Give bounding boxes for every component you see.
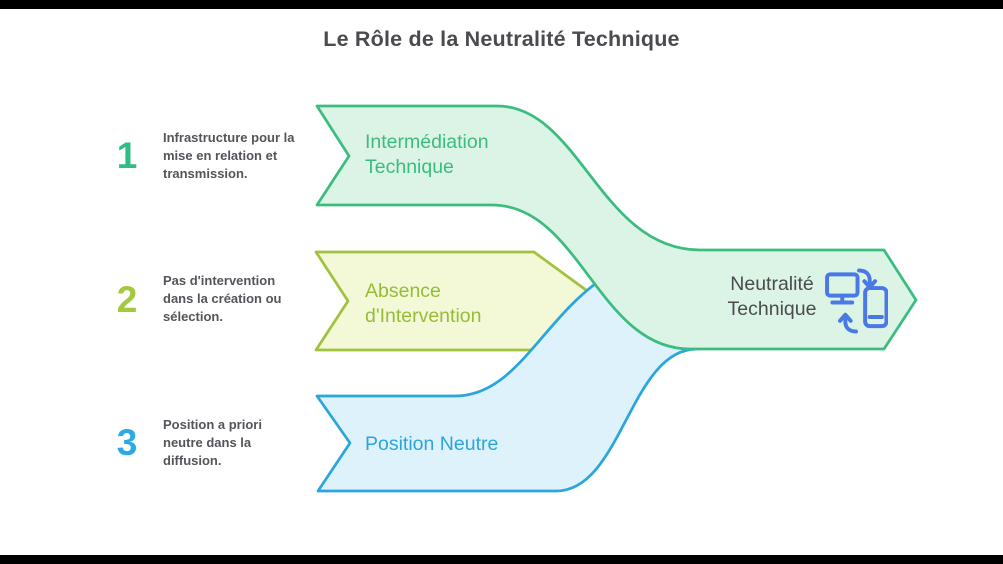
chevron-intermediation-result-arrow [315, 104, 918, 351]
result-label: Neutralité Technique [727, 273, 817, 320]
monitor-icon [825, 272, 860, 305]
step-3-description: Position a priori neutre dans la diffusi… [163, 417, 262, 468]
step-1-number: 1 [116, 135, 138, 176]
sync-up-arrow-icon [838, 312, 858, 334]
top-black-bar [0, 0, 1003, 9]
step-3-number: 3 [116, 422, 138, 463]
smartphone-icon [863, 286, 888, 329]
step-1-description: Infrastructure pour la mise en relation … [163, 130, 295, 181]
page-title: Le Rôle de la Neutralité Technique [323, 27, 680, 51]
device-sync-icon [825, 268, 888, 334]
chevron-2-label: Absence d'Intervention [365, 280, 482, 327]
chevron-1-label: Intermédiation Technique [365, 131, 489, 178]
sync-down-arrow-icon [857, 268, 878, 290]
chevron-3-label: Position Neutre [365, 433, 499, 455]
step-2-number: 2 [116, 279, 138, 320]
step-2-description: Pas d'intervention dans la création ou s… [163, 273, 282, 324]
bottom-black-bar [0, 555, 1003, 564]
